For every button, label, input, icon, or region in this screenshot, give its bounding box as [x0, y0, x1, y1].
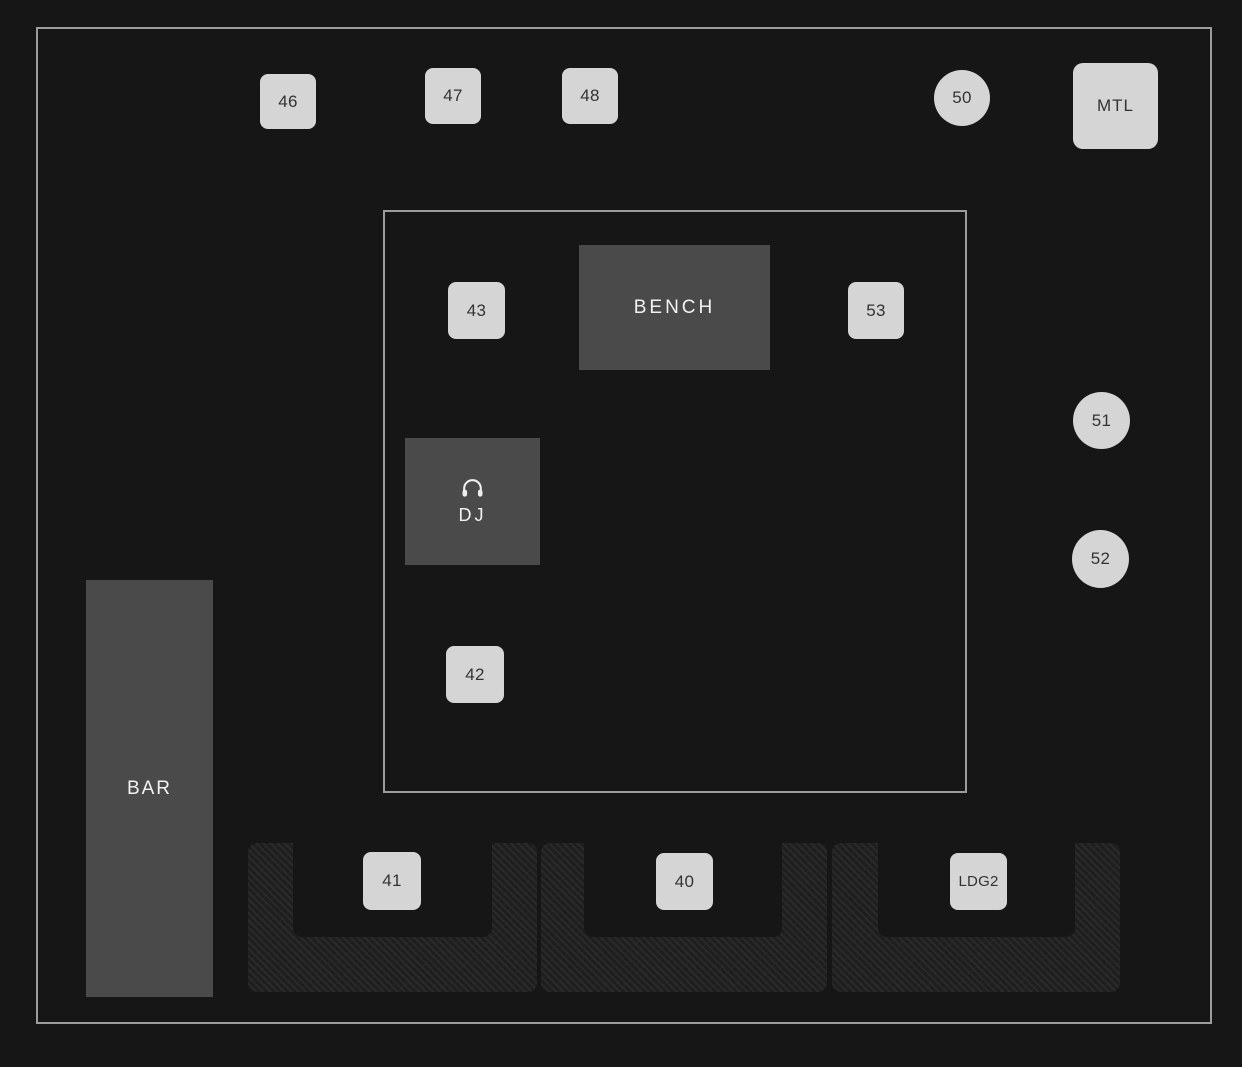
table-51[interactable]: 51 [1073, 392, 1130, 449]
table-40[interactable]: 40 [656, 853, 713, 910]
table-ldg2[interactable]: LDG2 [950, 853, 1007, 910]
table-42[interactable]: 42 [446, 646, 504, 703]
bar: BAR [86, 580, 213, 997]
bench-label: BENCH [633, 296, 716, 318]
table-48[interactable]: 48 [562, 68, 618, 124]
venue-outline [36, 27, 1212, 1024]
bench: BENCH [579, 245, 770, 370]
dj-label: DJ [458, 505, 487, 525]
bar-label: BAR [126, 777, 173, 799]
table-52[interactable]: 52 [1072, 530, 1129, 588]
dance-floor-outline [383, 210, 967, 793]
table-50[interactable]: 50 [934, 70, 990, 126]
dj-booth: DJ [405, 438, 540, 565]
table-43[interactable]: 43 [448, 282, 505, 339]
headphones-icon [460, 477, 485, 498]
table-53[interactable]: 53 [848, 282, 904, 339]
table-mtl[interactable]: MTL [1073, 63, 1158, 149]
table-46[interactable]: 46 [260, 74, 316, 129]
table-41[interactable]: 41 [363, 852, 421, 910]
table-47[interactable]: 47 [425, 68, 481, 124]
